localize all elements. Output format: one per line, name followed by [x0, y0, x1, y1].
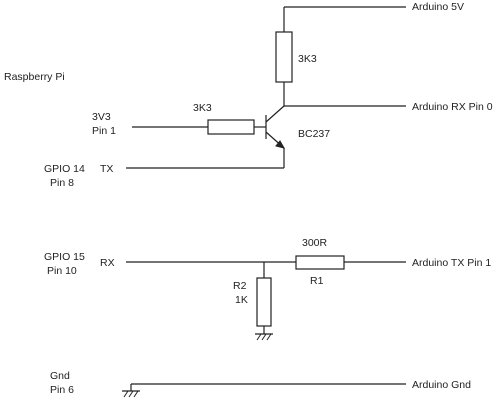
r1-name: R1	[310, 275, 324, 287]
r2-resistor	[256, 277, 272, 327]
pullup-resistor	[275, 31, 293, 83]
r2-value: 1K	[235, 294, 248, 306]
r1-resistor	[295, 255, 345, 270]
pin10-label: Pin 10	[47, 265, 77, 277]
pin6-label: Pin 6	[50, 384, 74, 396]
pin1-label: Pin 1	[92, 125, 116, 137]
gnd-ground-icon	[122, 390, 140, 398]
tx-label: TX	[100, 163, 113, 175]
pin8-label: Pin 8	[50, 177, 74, 189]
gpio15-label: GPIO 15	[44, 251, 85, 263]
pullup-resistor-value: 3K3	[298, 53, 317, 65]
r2-ground-icon	[255, 333, 273, 341]
arduino-rx-label: Arduino RX Pin 0	[412, 101, 493, 113]
transistor-symbol	[265, 105, 286, 149]
gnd-label: Gnd	[50, 370, 70, 382]
gpio14-label: GPIO 14	[44, 163, 85, 175]
raspberry-pi-label: Raspberry Pi	[4, 71, 65, 83]
base-resistor	[207, 119, 255, 135]
transistor-label: BC237	[298, 128, 330, 140]
base-resistor-value: 3K3	[193, 102, 212, 114]
r1-value: 300R	[302, 237, 328, 249]
r2-name: R2	[233, 280, 247, 292]
3v3-label: 3V3	[92, 111, 111, 123]
arduino-gnd-label: Arduino Gnd	[412, 379, 471, 391]
arduino-tx-label: Arduino TX Pin 1	[412, 257, 491, 269]
rx-label: RX	[100, 257, 115, 269]
arduino-5v-label: Arduino 5V	[412, 1, 464, 13]
